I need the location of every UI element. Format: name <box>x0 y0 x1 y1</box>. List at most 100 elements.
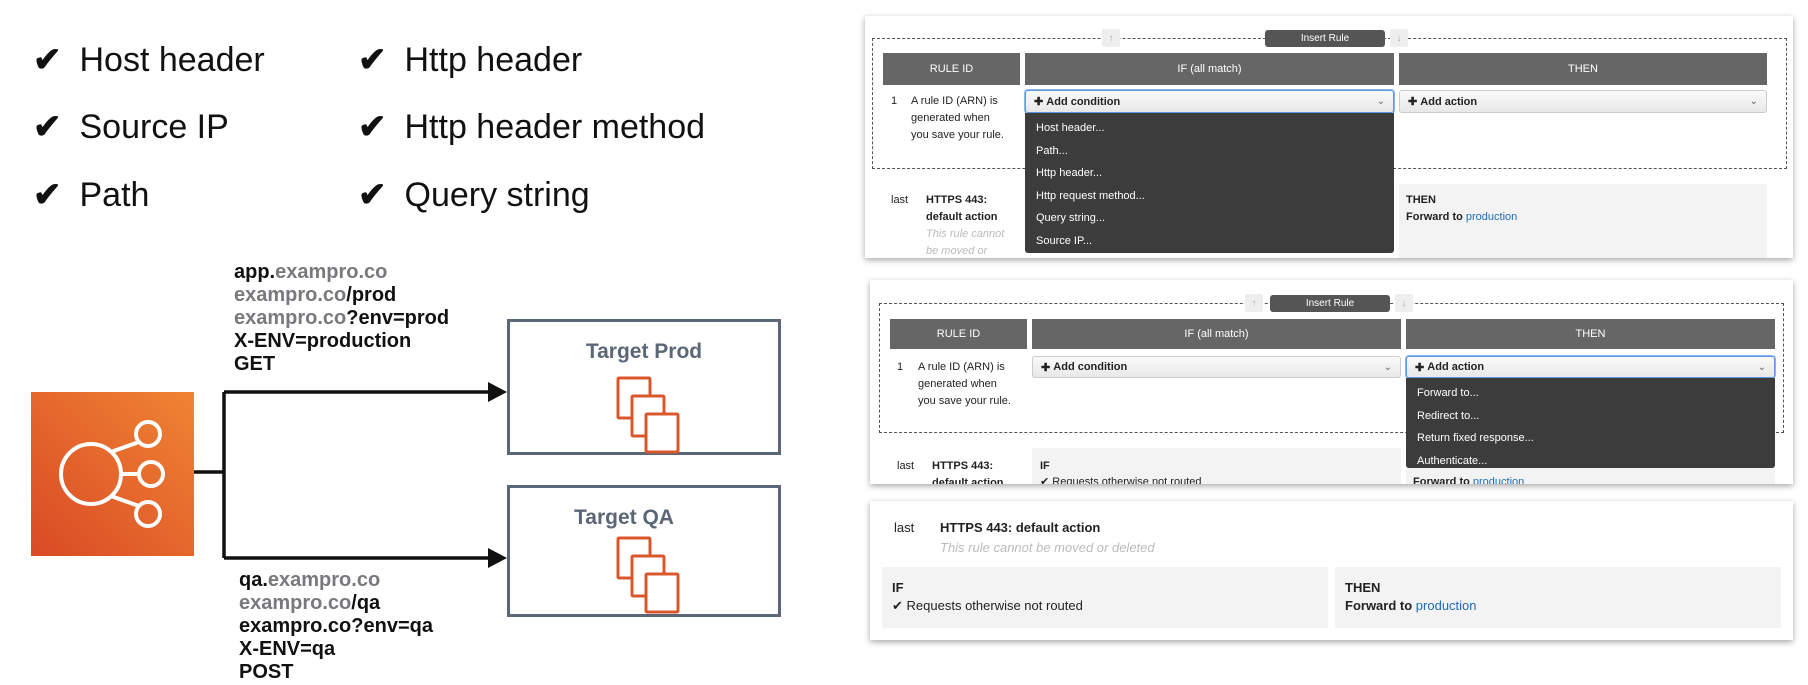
header-then: THEN <box>1406 319 1775 349</box>
header-rule-id: RULE ID <box>883 53 1020 85</box>
add-condition-dropdown[interactable]: ✚ Add condition⌄ <box>1032 356 1401 378</box>
add-condition-dropdown[interactable]: ✚ Add condition⌄ <box>1025 90 1394 113</box>
check-icon: ✔ <box>358 41 387 79</box>
checklist-item: ✔ Path <box>33 175 149 215</box>
plus-icon: ✚ <box>1041 361 1054 374</box>
menu-item-host-header[interactable]: Host header... <box>1036 122 1105 134</box>
rule-line: GET <box>234 353 276 375</box>
header-if: IF (all match) <box>1025 53 1394 85</box>
if-condition: ✔ Requests otherwise not routed <box>892 598 1083 613</box>
rule-line: X-ENV=production <box>234 330 412 352</box>
rule-line: exampro.co?env=prod <box>234 307 450 329</box>
qa-rules: qa.exampro.co exampro.co/qa exampro.co?e… <box>239 569 433 684</box>
rules-panel-condition-menu: ↑ Insert Rule ↓ RULE ID IF (all match) T… <box>865 16 1793 258</box>
prod-rules: app.exampro.co exampro.co/prod exampro.c… <box>234 261 449 376</box>
menu-item-source-ip[interactable]: Source IP... <box>1036 234 1093 247</box>
rule-line: exampro.co/qa <box>239 592 381 614</box>
default-if-box <box>1032 448 1401 484</box>
menu-item-return-fixed-response[interactable]: Return fixed response... <box>1417 432 1534 444</box>
target-qa-label: Target QA <box>574 506 674 529</box>
add-action-dropdown[interactable]: ✚ Add action⌄ <box>1399 90 1767 113</box>
check-icon: ✔ <box>33 176 62 214</box>
menu-item-authenticate[interactable]: Authenticate... <box>1417 454 1488 467</box>
check-icon: ✔ <box>358 108 387 146</box>
default-rule-title: HTTPS 443: default action <box>940 520 1101 535</box>
header-if: IF (all match) <box>1032 319 1401 349</box>
condition-menu: Host header... Path... Http header... Ht… <box>1025 113 1394 253</box>
then-box: THEN Forward to production <box>1335 567 1781 628</box>
if-condition: ✔ Requests otherwise not routed <box>1040 474 1201 484</box>
checklist-item: ✔ Query string <box>358 175 590 215</box>
check-icon: ✔ <box>358 176 387 214</box>
rule-line: qa.exampro.co <box>239 569 381 591</box>
rule-line: app.exampro.co <box>234 261 388 283</box>
move-down-button[interactable]: ↓ <box>1390 29 1408 47</box>
checklist-label: Source IP <box>79 107 229 146</box>
checklist-label: Query string <box>404 175 590 214</box>
production-link[interactable]: production <box>1472 476 1525 484</box>
if-label: IF <box>892 580 904 595</box>
header-rule-id: RULE ID <box>890 319 1027 349</box>
if-box: IF ✔ Requests otherwise not routed <box>882 567 1328 628</box>
plus-icon: ✚ <box>1415 361 1428 374</box>
production-link[interactable]: production <box>1415 598 1477 613</box>
default-rule-note: This rule cannot be moved or deleted <box>940 540 1155 555</box>
check-icon: ✔ <box>33 108 62 146</box>
instances-icon <box>616 376 680 454</box>
target-qa-box: Target QA <box>507 485 781 617</box>
forward-text: Forward to production <box>1413 474 1524 484</box>
plus-icon: ✚ <box>1034 96 1047 108</box>
if-label: IF <box>1040 460 1050 472</box>
checklist-label: Http header method <box>404 107 706 146</box>
forward-text: Forward to production <box>1345 598 1477 613</box>
menu-item-forward-to[interactable]: Forward to... <box>1417 387 1479 399</box>
plus-icon: ✚ <box>1408 96 1421 108</box>
menu-item-http-header[interactable]: Http header... <box>1036 167 1103 179</box>
rule-line: POST <box>239 661 294 683</box>
last-label: last <box>894 520 915 535</box>
then-label: THEN <box>1345 580 1381 595</box>
chevron-down-icon: ⌄ <box>1383 361 1392 373</box>
move-up-button[interactable]: ↑ <box>1245 294 1263 312</box>
rule-line: exampro.co/prod <box>234 284 397 306</box>
checklist-item: ✔Host header <box>33 40 265 80</box>
menu-item-http-request-method[interactable]: Http request method... <box>1036 189 1145 202</box>
checklist-item: ✔ Source IP <box>33 107 229 147</box>
forward-text: Forward to production <box>1406 211 1518 223</box>
routing-arrows <box>194 382 507 568</box>
last-label: last <box>891 194 909 206</box>
check-icon: ✔ <box>33 41 62 79</box>
rules-panel-action-menu: ↑ Insert Rule ↓ RULE ID IF (all match) T… <box>870 280 1793 484</box>
load-balancer-icon <box>31 392 194 556</box>
menu-item-query-string[interactable]: Query string... <box>1036 212 1106 224</box>
chevron-down-icon: ⌄ <box>1376 96 1385 107</box>
check-icon: ✔ <box>1040 476 1050 484</box>
insert-rule-button[interactable]: Insert Rule <box>1270 295 1390 312</box>
insert-rule-button[interactable]: Insert Rule <box>1265 30 1385 47</box>
rule-line: exampro.co?env=qa <box>239 615 433 637</box>
menu-item-redirect-to[interactable]: Redirect to... <box>1417 409 1480 422</box>
menu-item-path[interactable]: Path... <box>1036 144 1068 157</box>
add-action-dropdown[interactable]: ✚ Add action⌄ <box>1406 356 1775 378</box>
checklist-item: ✔ Http header <box>358 40 582 80</box>
rule-line: X-ENV=qa <box>239 638 336 660</box>
default-rule-panel: last HTTPS 443: default action This rule… <box>870 501 1793 640</box>
default-then-box <box>1399 184 1767 258</box>
default-rule-title: HTTPS 443:default action <box>932 460 1004 484</box>
checklist-label: Http header <box>404 40 583 79</box>
move-down-button[interactable]: ↓ <box>1395 294 1413 312</box>
then-label: THEN <box>1406 194 1436 206</box>
production-link[interactable]: production <box>1465 211 1518 223</box>
rule-number: 1 <box>897 361 904 373</box>
default-rule-title: HTTPS 443:default action <box>926 194 998 223</box>
check-icon: ✔ <box>892 598 903 613</box>
chevron-down-icon: ⌄ <box>1749 96 1758 107</box>
instances-icon <box>616 536 680 614</box>
checklist-label: Path <box>79 175 150 214</box>
target-prod-box: Target Prod <box>507 319 781 455</box>
move-up-button[interactable]: ↑ <box>1102 29 1120 47</box>
action-menu: Forward to... Redirect to... Return fixe… <box>1406 378 1775 468</box>
last-label: last <box>897 460 915 472</box>
